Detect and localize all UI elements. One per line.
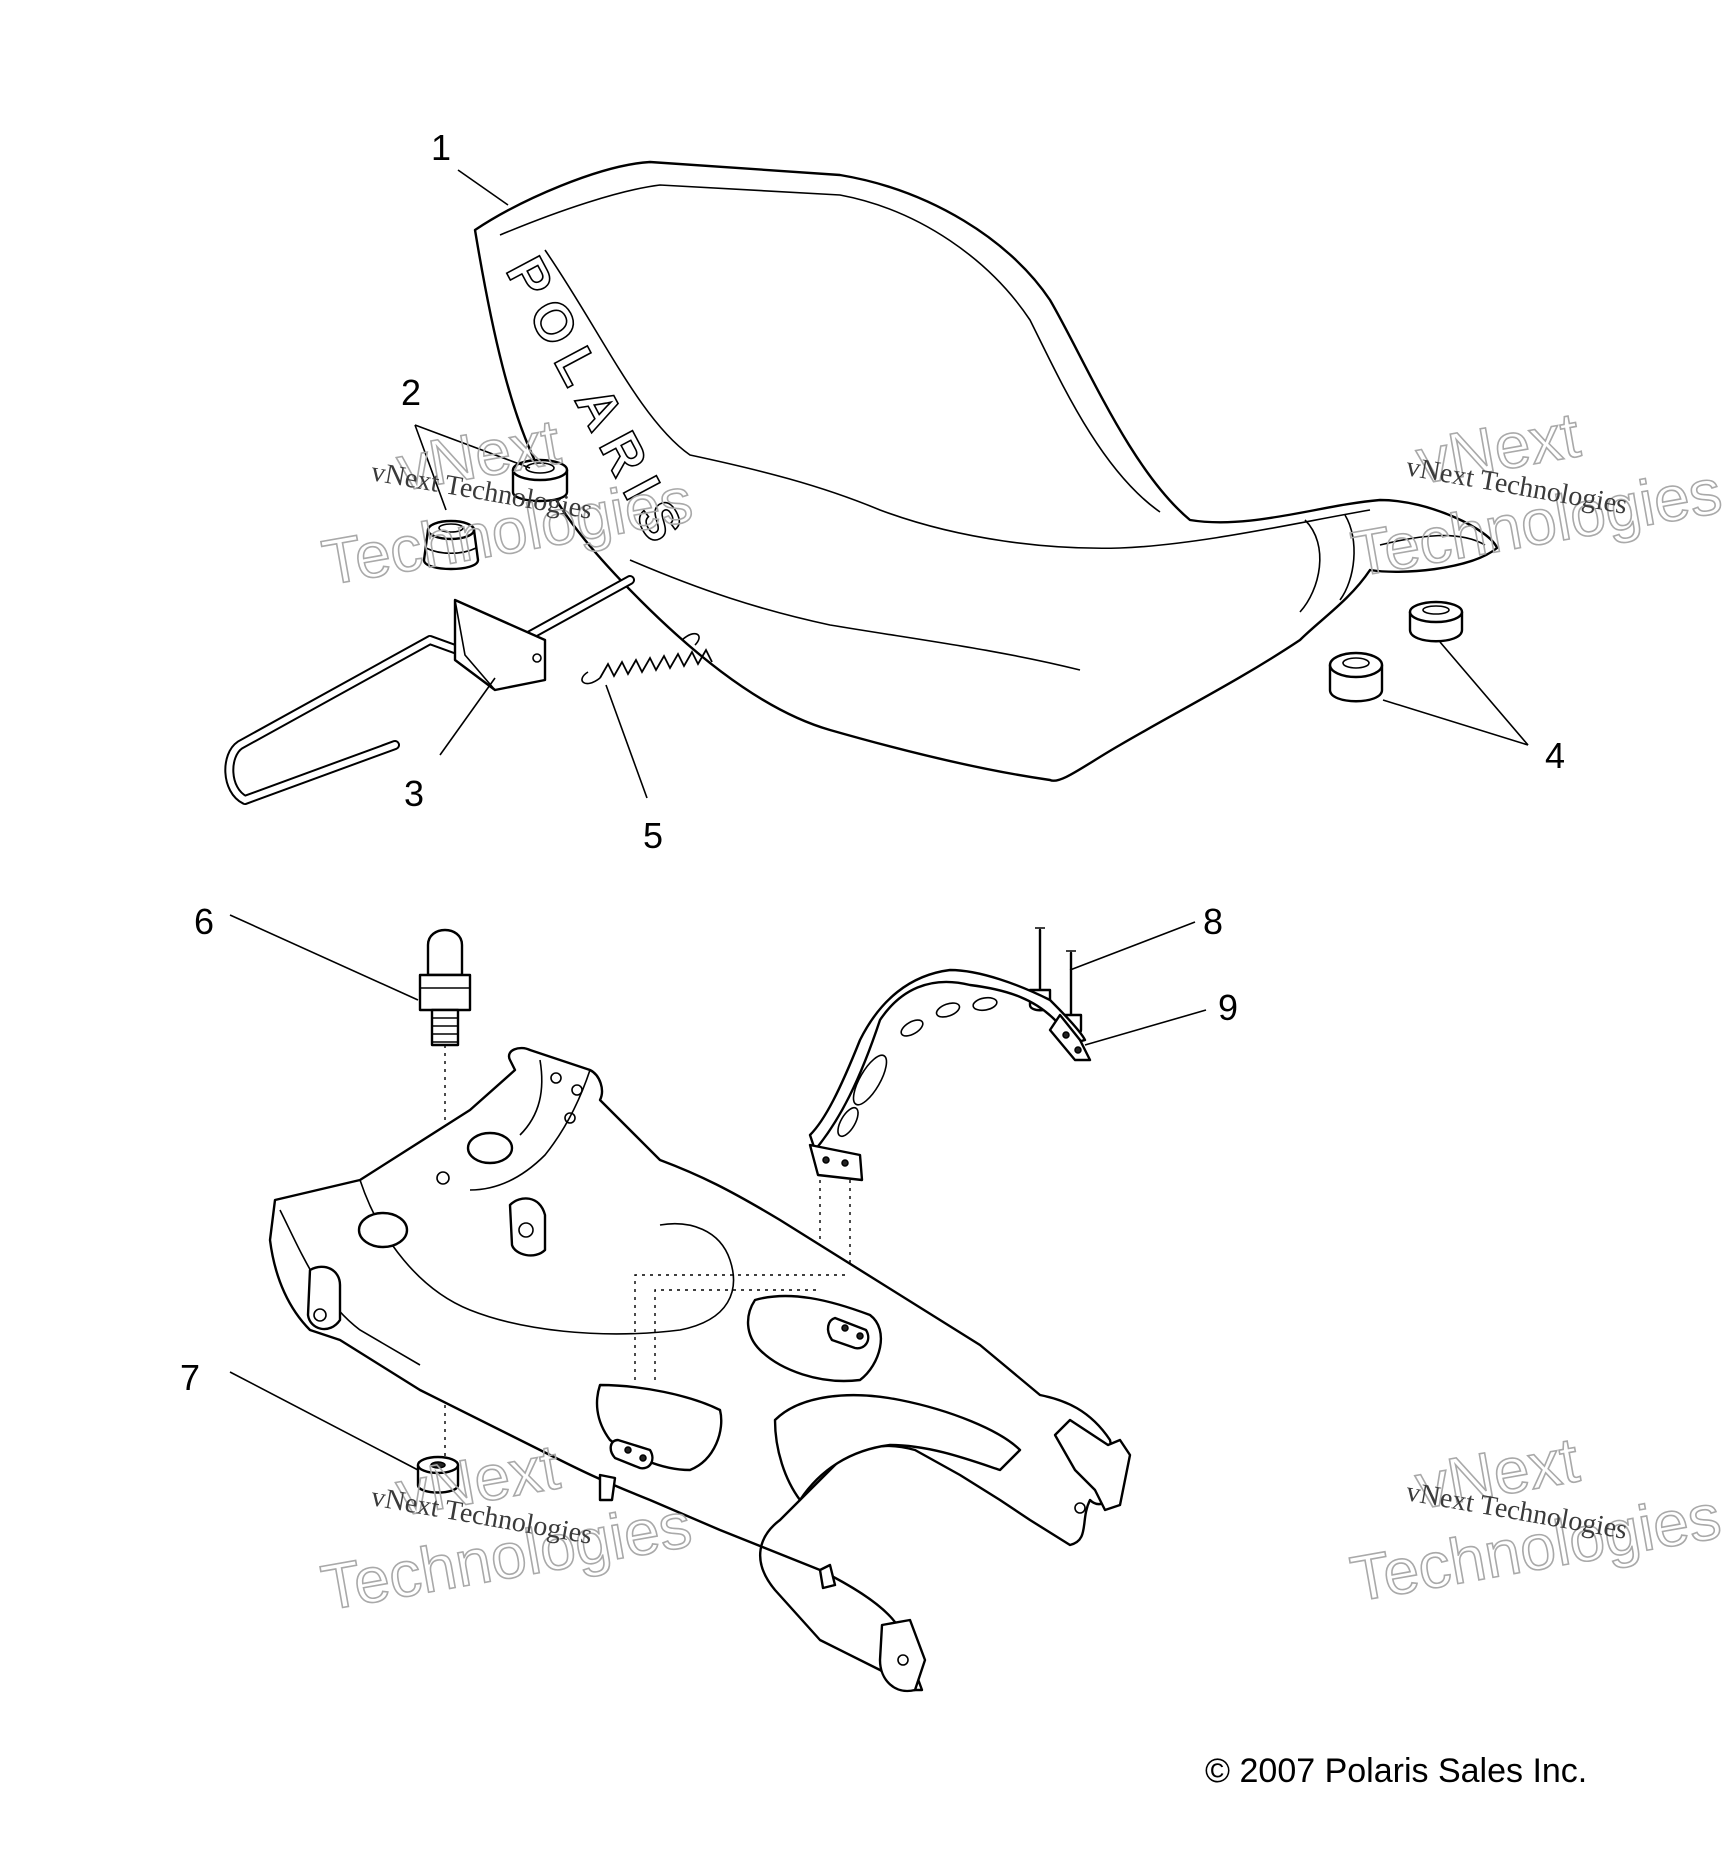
strap-bracket	[808, 968, 1092, 1320]
callout-2: 2	[401, 372, 421, 413]
grommet-4b	[1328, 651, 1384, 703]
copyright-notice: © 2007 Polaris Sales Inc.	[1205, 1752, 1588, 1790]
callout-1: 1	[431, 127, 451, 168]
callout-4: 4	[1545, 735, 1565, 776]
callout-6: 6	[194, 901, 214, 942]
grommet-4a	[1408, 600, 1464, 643]
bushing	[416, 1455, 460, 1494]
seat-bumper-lower	[422, 519, 480, 571]
seat-latch-rod	[224, 575, 635, 805]
seat-frame	[268, 1046, 1132, 1693]
callout-5: 5	[643, 815, 663, 856]
spring	[581, 632, 713, 685]
seat: POLARIS	[473, 160, 1499, 782]
callout-3: 3	[404, 773, 424, 814]
callouts: 1 2 3 4 5 6 7 8 9	[180, 127, 1565, 1398]
leader-lines	[229, 169, 1529, 1471]
seat-bumper-upper	[511, 458, 569, 503]
callout-7: 7	[180, 1357, 200, 1398]
callout-8: 8	[1203, 901, 1223, 942]
callout-9: 9	[1218, 987, 1238, 1028]
